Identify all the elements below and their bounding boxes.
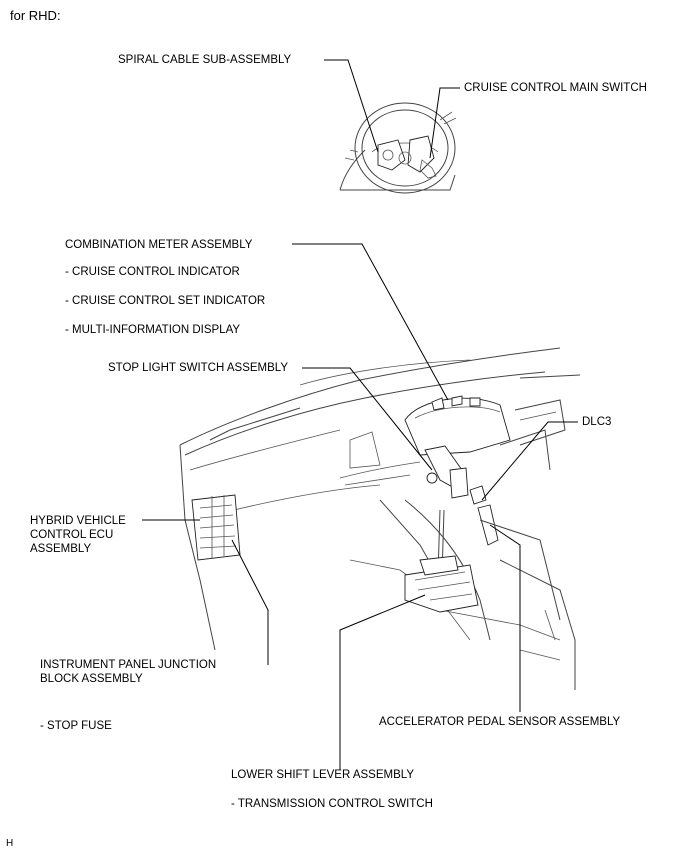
label-cruise-set-indicator: - CRUISE CONTROL SET INDICATOR	[65, 295, 266, 307]
label-cruise-main-switch: CRUISE CONTROL MAIN SWITCH	[464, 82, 647, 94]
label-trans-switch: - TRANSMISSION CONTROL SWITCH	[231, 798, 433, 810]
page-header: for RHD:	[10, 8, 61, 23]
label-stop-fuse: - STOP FUSE	[40, 720, 112, 732]
label-hybrid-ecu-line1: HYBRID VEHICLE	[30, 515, 126, 527]
label-combination-meter: COMBINATION METER ASSEMBLY	[65, 239, 253, 251]
leader-stop-light-switch	[302, 367, 433, 471]
leader-lines	[142, 59, 578, 770]
leader-spiral-cable	[324, 59, 379, 153]
label-multi-info-display: - MULTI-INFORMATION DISPLAY	[65, 324, 241, 336]
label-dlc3: DLC3	[582, 416, 612, 428]
leader-accel-pedal	[489, 524, 521, 712]
label-stop-light-switch: STOP LIGHT SWITCH ASSEMBLY	[108, 362, 289, 374]
leader-ip-junction	[231, 539, 269, 665]
dashboard-drawing	[179, 347, 581, 690]
label-lower-shift: LOWER SHIFT LEVER ASSEMBLY	[231, 769, 414, 781]
label-hybrid-ecu-line3: ASSEMBLY	[30, 543, 92, 555]
label-ip-junction-line1: INSTRUMENT PANEL JUNCTION	[40, 659, 217, 671]
label-accel-pedal: ACCELERATOR PEDAL SENSOR ASSEMBLY	[379, 716, 621, 728]
page-footer: H	[6, 838, 14, 849]
leader-combination-meter	[292, 243, 449, 401]
leader-lower-shift	[339, 594, 426, 770]
label-spiral-cable: SPIRAL CABLE SUB-ASSEMBLY	[118, 54, 292, 66]
label-ip-junction-line2: BLOCK ASSEMBLY	[40, 673, 143, 685]
leader-cruise-main-switch	[429, 87, 460, 159]
steering-wheel-drawing	[339, 102, 457, 194]
label-cruise-indicator: - CRUISE CONTROL INDICATOR	[65, 266, 240, 278]
leader-dlc3	[481, 421, 578, 501]
label-hybrid-ecu-line2: CONTROL ECU	[30, 529, 114, 541]
